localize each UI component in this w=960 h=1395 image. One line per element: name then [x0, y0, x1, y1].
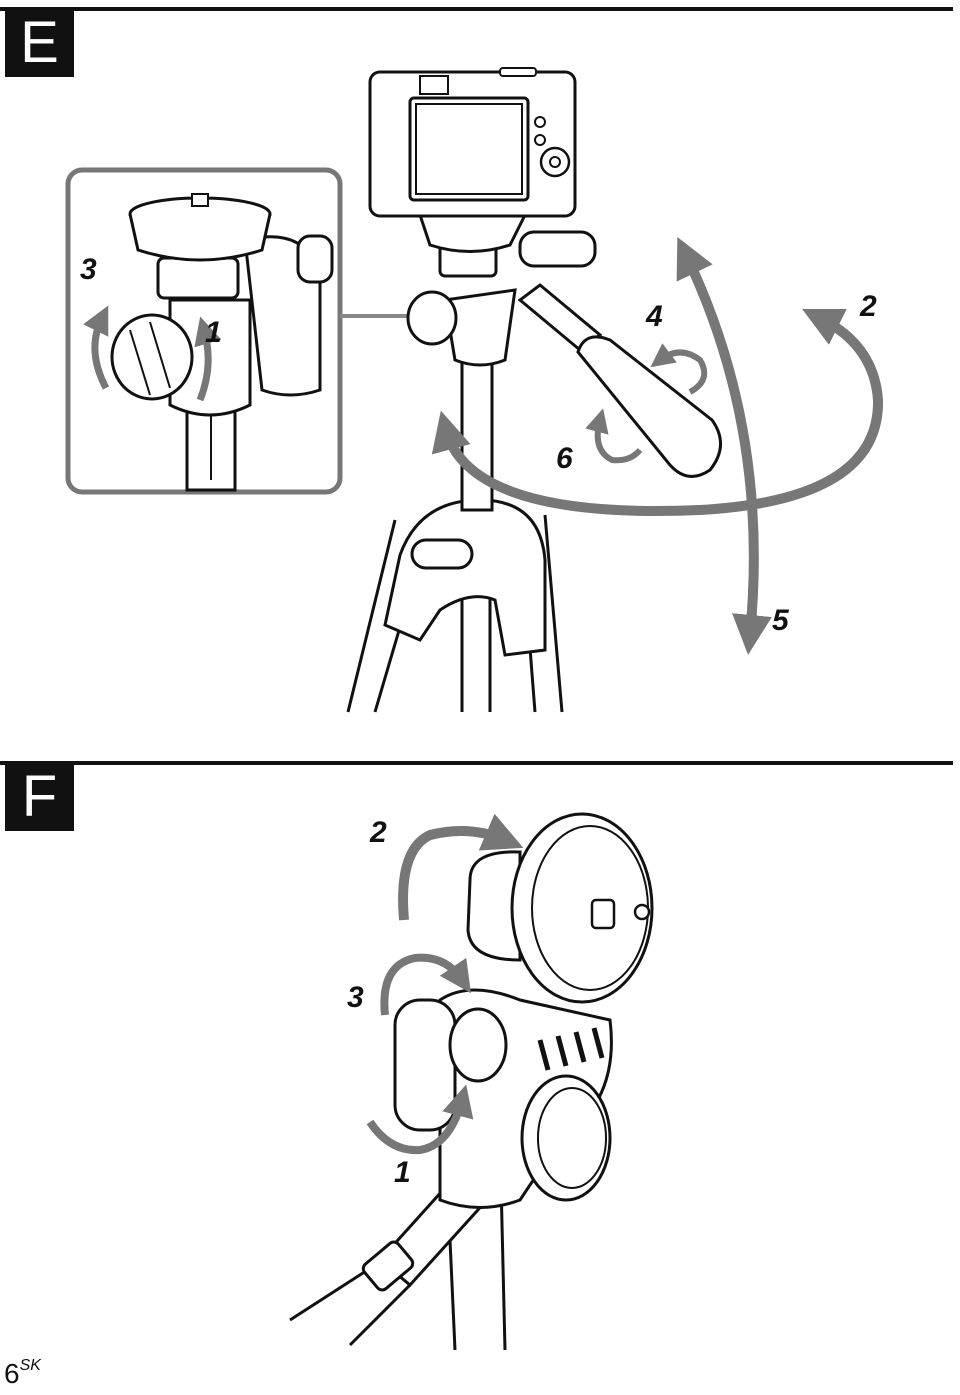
f-step-1: 1: [394, 1156, 411, 1189]
page-number-value: 6: [4, 1358, 20, 1389]
section-f-label: F: [5, 762, 74, 831]
section-e-label: E: [5, 8, 74, 77]
f-step-3: 3: [347, 981, 364, 1014]
step-4: 4: [646, 300, 663, 333]
section-e-rule: [0, 7, 953, 11]
step-6: 6: [556, 442, 573, 475]
tripod-with-camera: [346, 67, 884, 713]
inset-step-1: 1: [205, 316, 222, 349]
f-step-2: 2: [370, 816, 387, 849]
step-2: 2: [860, 290, 877, 323]
language-code: SK: [19, 1357, 41, 1374]
step-5: 5: [772, 604, 789, 637]
tripod-head-closeup: [289, 812, 654, 1351]
page-number: 6SK: [4, 1357, 41, 1389]
inset-step-3: 3: [80, 253, 97, 286]
inset-detail-box: [65, 167, 410, 495]
section-f-rule: [0, 761, 953, 765]
